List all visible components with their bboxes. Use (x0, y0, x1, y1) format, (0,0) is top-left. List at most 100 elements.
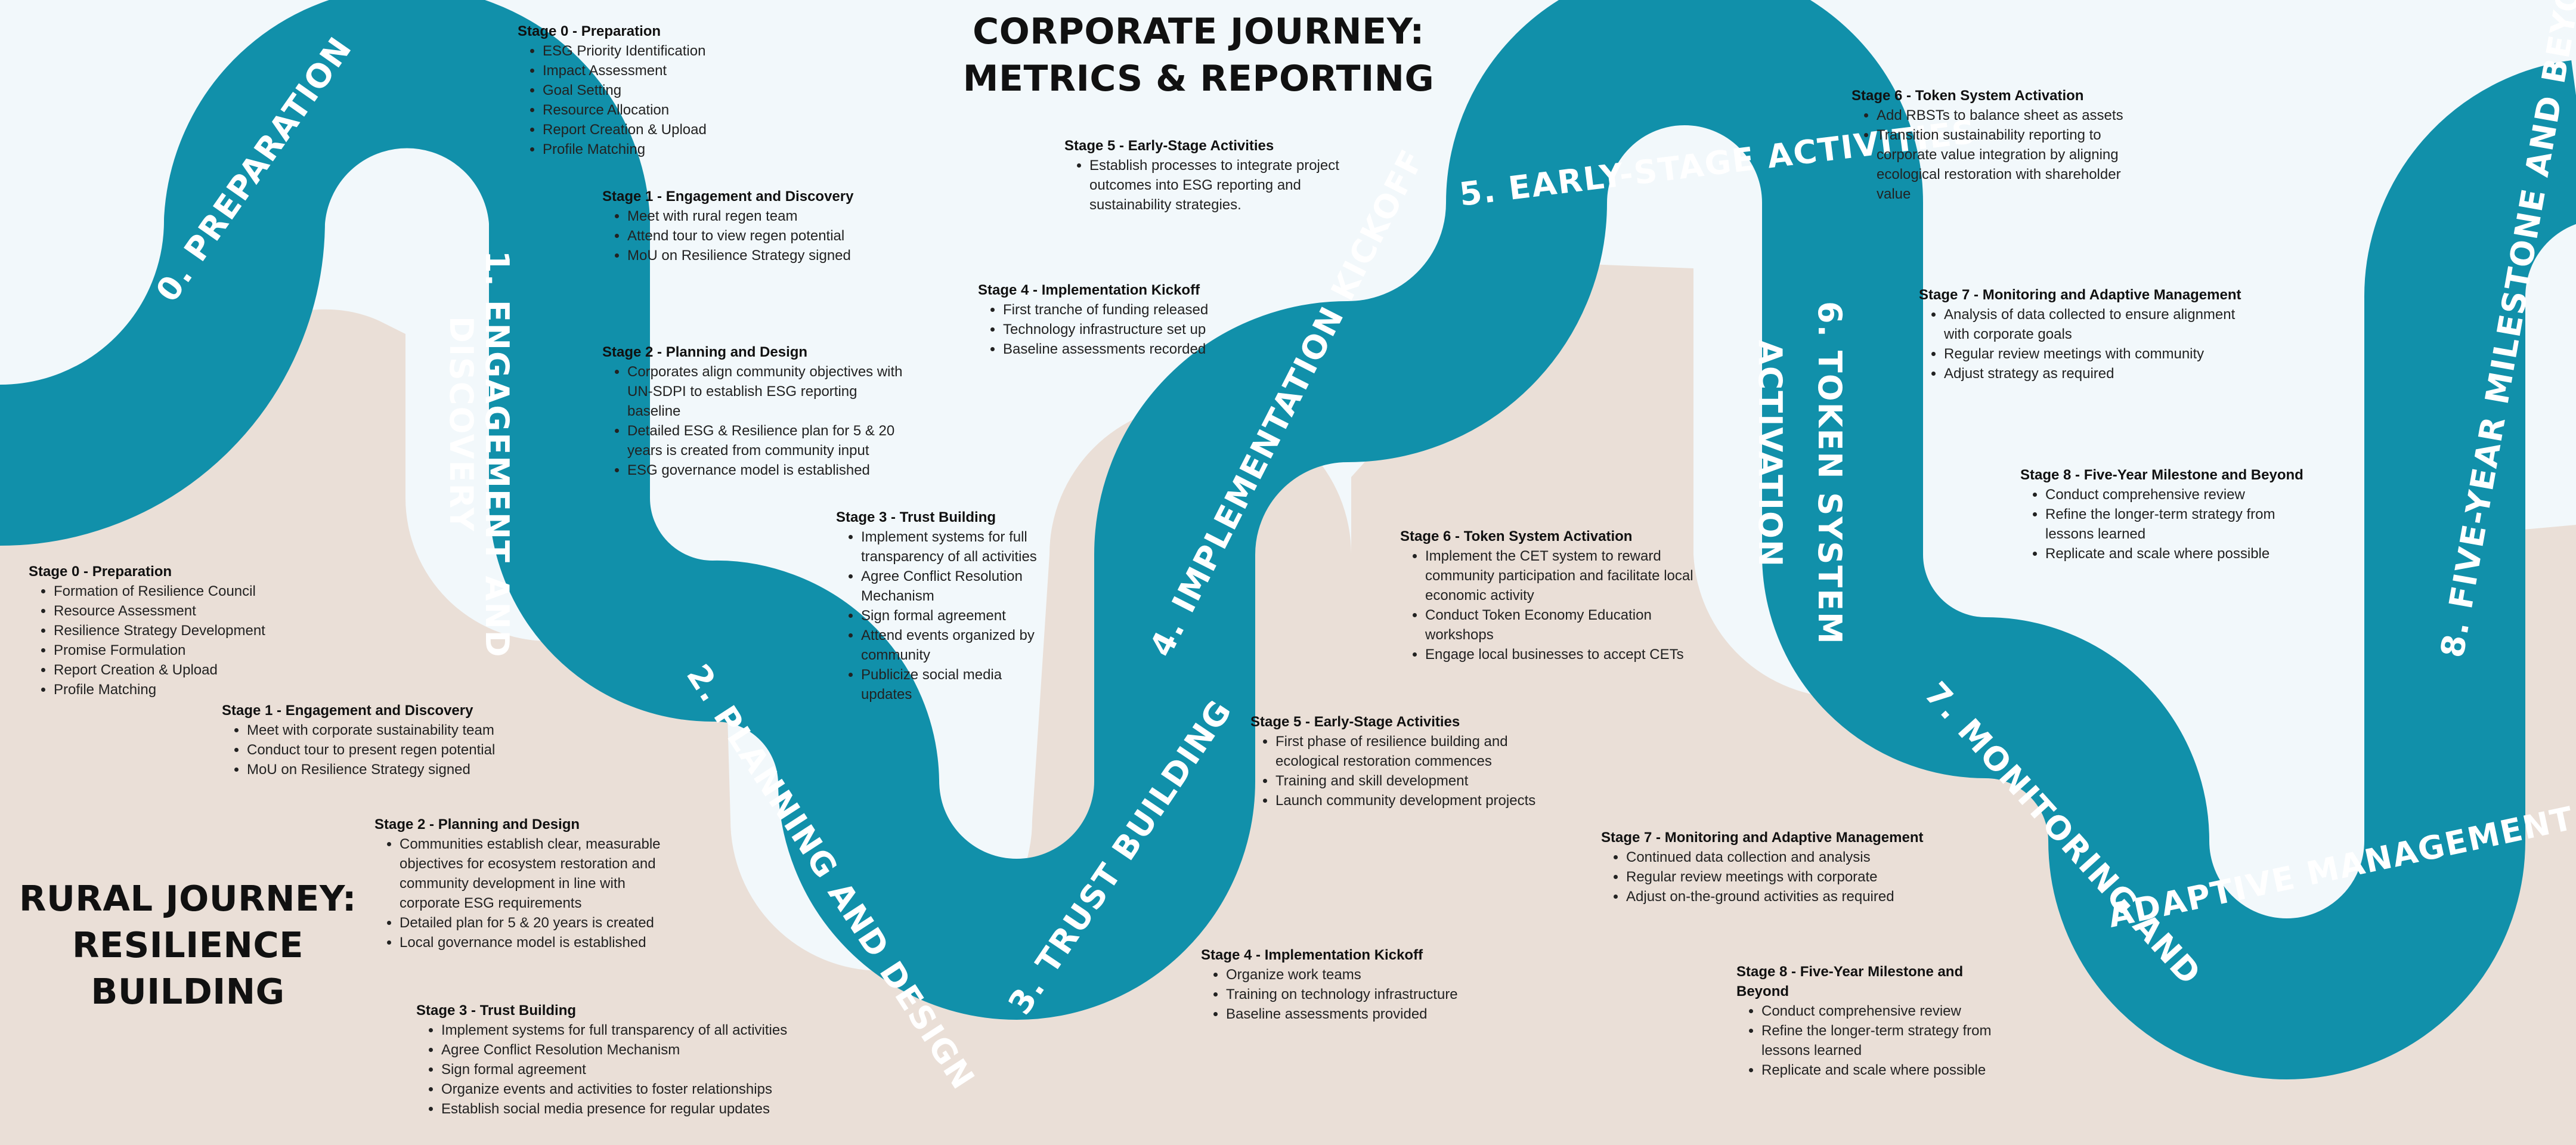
rural-stage-3: Stage 3 - Trust Building Implement syste… (416, 1001, 810, 1119)
list-item: Continued data collection and analysis (1626, 847, 1935, 867)
corporate-journey-title: CORPORATE JOURNEY: METRICS & REPORTING (936, 8, 1461, 103)
list-item: Regular review meetings with community (1944, 344, 2253, 364)
list-item: Attend tour to view regen potential (627, 226, 888, 246)
list-item: Refine the longer-term strategy from les… (1761, 1021, 2017, 1060)
rural-stage-7: Stage 7 - Monitoring and Adaptive Manage… (1601, 828, 1935, 906)
list-item: Publicize social media updates (861, 665, 1048, 704)
list-item: Baseline assessments recorded (1003, 339, 1246, 359)
list-item: Promise Formulation (54, 640, 303, 660)
stage-title: Stage 3 - Trust Building (416, 1002, 577, 1019)
stage-title: Stage 6 - Token System Activation (1852, 88, 2084, 104)
rural-background (0, 262, 2576, 1145)
corporate-stage-8: Stage 8 - Five-Year Milestone and Beyond… (2020, 465, 2306, 564)
list-item: Impact Assessment (543, 61, 780, 81)
stage-list: Communities establish clear, measurable … (374, 834, 673, 952)
stage-list: Corporates align community objectives wi… (602, 362, 906, 480)
corporate-stage-2: Stage 2 - Planning and Design Corporates… (602, 342, 906, 480)
rural-stage-0: Stage 0 - Preparation Formation of Resil… (29, 562, 303, 700)
rural-stage-6: Stage 6 - Token System Activation Implem… (1400, 527, 1710, 664)
list-item: Resilience Strategy Development (54, 621, 303, 640)
stage-title: Stage 4 - Implementation Kickoff (978, 282, 1200, 298)
list-item: Training on technology infrastructure (1226, 985, 1481, 1004)
list-item: Technology infrastructure set up (1003, 320, 1246, 339)
rural-title-line-1: RURAL JOURNEY: (19, 878, 357, 919)
list-item: First phase of resilience building and e… (1275, 732, 1572, 771)
stage-title: Stage 6 - Token System Activation (1400, 528, 1633, 544)
stage-title: Stage 1 - Engagement and Discovery (222, 703, 473, 719)
list-item: Transition sustainability reporting to c… (1877, 125, 2132, 204)
list-item: Profile Matching (54, 680, 303, 700)
stage-title: Stage 4 - Implementation Kickoff (1201, 947, 1423, 963)
rural-stage-8: Stage 8 - Five-Year Milestone and Beyond… (1736, 962, 2017, 1080)
stage-list: First tranche of funding released Techno… (978, 300, 1246, 359)
list-item: Sign formal agreement (861, 606, 1048, 626)
list-item: Analysis of data collected to ensure ali… (1944, 305, 2253, 344)
road-label-stage-6b: ACTIVATION (1751, 340, 1789, 568)
stage-title: Stage 7 - Monitoring and Adaptive Manage… (1601, 830, 1924, 846)
list-item: First tranche of funding released (1003, 300, 1246, 320)
stage-title: Stage 8 - Five-Year Milestone and Beyond (2020, 467, 2303, 483)
list-item: MoU on Resilience Strategy signed (247, 760, 532, 779)
list-item: Refine the longer-term strategy from les… (2045, 505, 2306, 544)
road-label-stage-1a: 1. ENGAGEMENT AND (478, 250, 516, 658)
list-item: Sign formal agreement (441, 1060, 810, 1079)
list-item: Agree Conflict Resolution Mechanism (861, 567, 1048, 606)
list-item: Report Creation & Upload (543, 120, 780, 140)
list-item: Implement systems for full transparency … (861, 527, 1048, 567)
list-item: Regular review meetings with corporate (1626, 867, 1935, 887)
list-item: ESG Priority Identification (543, 41, 780, 61)
stage-list: ESG Priority Identification Impact Asses… (518, 41, 780, 159)
rural-stage-2: Stage 2 - Planning and Design Communitie… (374, 815, 673, 952)
list-item: Conduct comprehensive review (2045, 485, 2306, 505)
stage-list: Establish processes to integrate project… (1064, 156, 1345, 215)
list-item: MoU on Resilience Strategy signed (627, 246, 888, 265)
corporate-stage-5: Stage 5 - Early-Stage Activities Establi… (1064, 136, 1345, 215)
list-item: Meet with corporate sustainability team (247, 720, 532, 740)
list-item: Adjust on-the-ground activities as requi… (1626, 887, 1935, 906)
list-item: Corporates align community objectives wi… (627, 362, 906, 421)
stage-title: Stage 5 - Early-Stage Activities (1064, 138, 1274, 154)
corporate-title-line-1: CORPORATE JOURNEY: (973, 11, 1425, 52)
list-item: Adjust strategy as required (1944, 364, 2253, 383)
stage-list: Organize work teams Training on technolo… (1201, 965, 1481, 1024)
list-item: Baseline assessments provided (1226, 1004, 1481, 1024)
stage-title: Stage 0 - Preparation (29, 564, 172, 580)
list-item: ESG governance model is established (627, 460, 906, 480)
list-item: Implement systems for full transparency … (441, 1020, 810, 1040)
stage-title: Stage 1 - Engagement and Discovery (602, 188, 854, 205)
list-item: Conduct comprehensive review (1761, 1001, 2017, 1021)
list-item: Launch community development projects (1275, 791, 1572, 810)
corporate-stage-3: Stage 3 - Trust Building Implement syste… (836, 507, 1048, 704)
list-item: Organize work teams (1226, 965, 1481, 985)
stage-list: Meet with corporate sustainability team … (222, 720, 532, 779)
list-item: Profile Matching (543, 140, 780, 159)
list-item: Local governance model is established (400, 933, 673, 952)
list-item: Goal Setting (543, 81, 780, 100)
rural-stage-5: Stage 5 - Early-Stage Activities First p… (1250, 712, 1572, 810)
corporate-stage-7: Stage 7 - Monitoring and Adaptive Manage… (1919, 285, 2253, 383)
stage-list: Add RBSTs to balance sheet as assets Tra… (1852, 106, 2132, 204)
corporate-stage-0: Stage 0 - Preparation ESG Priority Ident… (518, 21, 780, 159)
rural-stage-4: Stage 4 - Implementation Kickoff Organiz… (1201, 945, 1481, 1024)
corporate-stage-6: Stage 6 - Token System Activation Add RB… (1852, 86, 2132, 204)
stage-list: Analysis of data collected to ensure ali… (1919, 305, 2253, 383)
list-item: Agree Conflict Resolution Mechanism (441, 1040, 810, 1060)
stage-list: Continued data collection and analysis R… (1601, 847, 1935, 906)
list-item: Establish social media presence for regu… (441, 1099, 810, 1119)
corporate-title-line-2: METRICS & REPORTING (962, 58, 1435, 100)
journey-road (0, 0, 2576, 1079)
list-item: Communities establish clear, measurable … (400, 834, 673, 913)
stage-title: Stage 2 - Planning and Design (602, 344, 808, 360)
list-item: Implement the CET system to reward commu… (1425, 546, 1710, 605)
stage-list: Implement systems for full transparency … (416, 1020, 810, 1119)
list-item: Detailed plan for 5 & 20 years is create… (400, 913, 673, 933)
list-item: Add RBSTs to balance sheet as assets (1877, 106, 2132, 125)
list-item: Attend events organized by community (861, 626, 1048, 665)
stage-list: Formation of Resilience Council Resource… (29, 581, 303, 700)
list-item: Detailed ESG & Resilience plan for 5 & 2… (627, 421, 906, 460)
stage-title: Stage 0 - Preparation (518, 23, 661, 39)
list-item: Conduct tour to present regen potential (247, 740, 532, 760)
list-item: Report Creation & Upload (54, 660, 303, 680)
list-item: Formation of Resilience Council (54, 581, 303, 601)
